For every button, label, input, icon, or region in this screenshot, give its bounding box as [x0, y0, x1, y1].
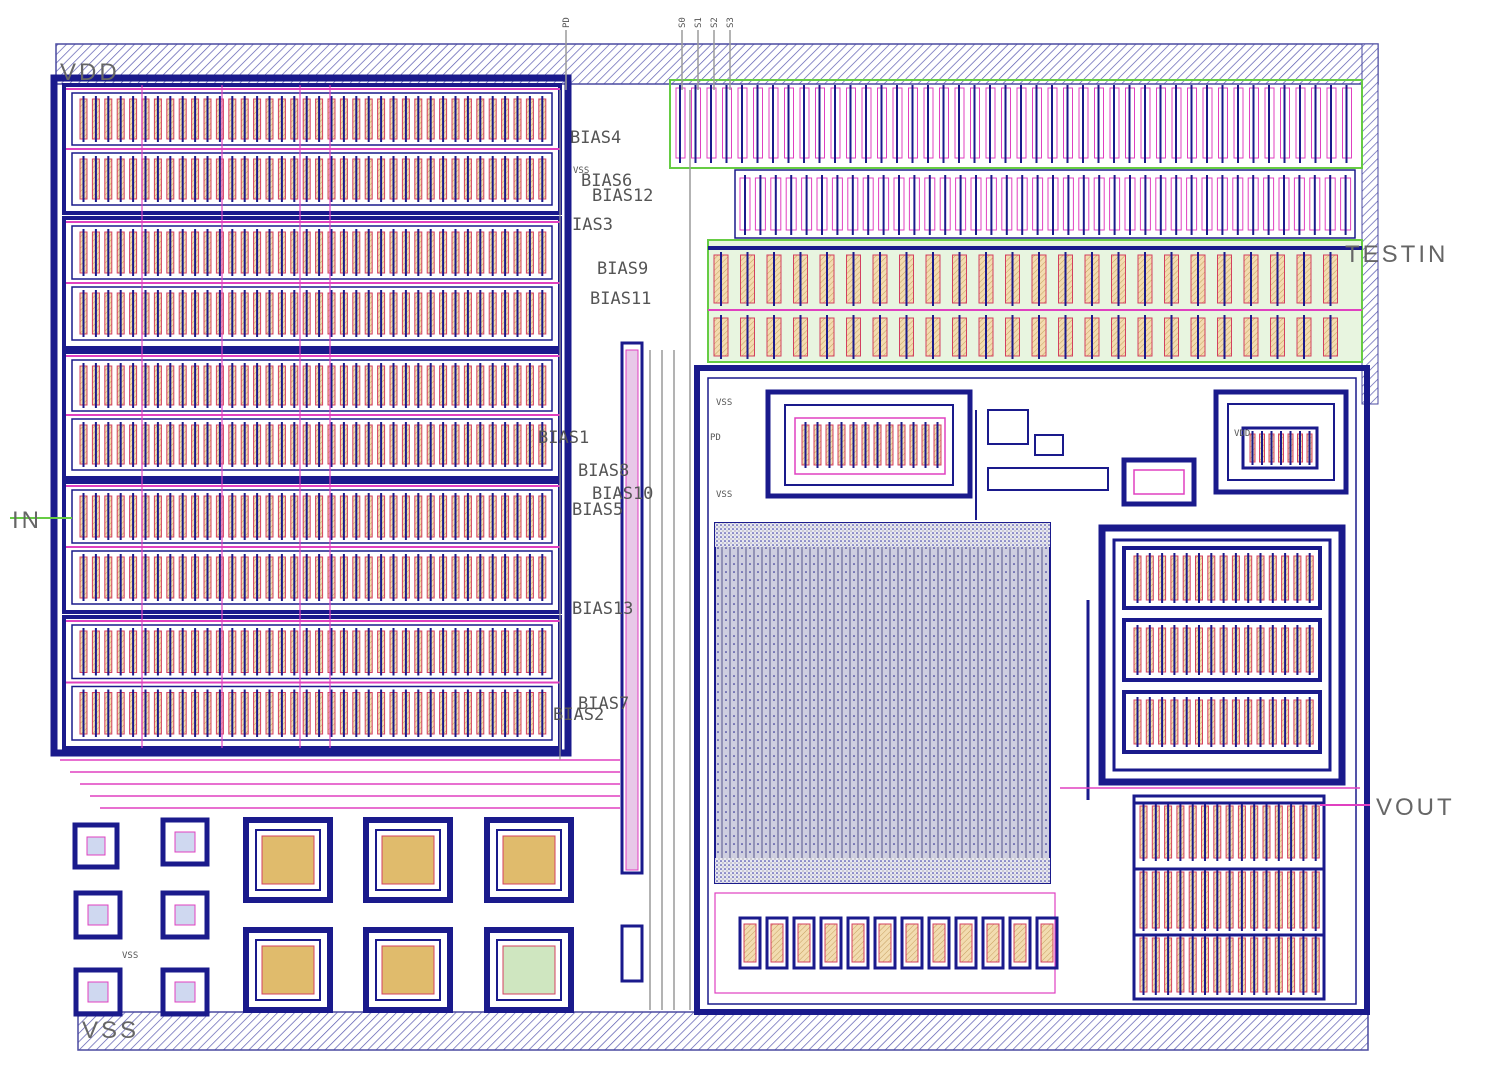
switch-row-2 [734, 169, 1356, 239]
small-device-cell [72, 822, 120, 870]
label-vss-small: VSS [122, 951, 138, 961]
top-pin-lines [565, 30, 731, 90]
label-bias1: BIAS1 [538, 428, 589, 448]
vertical-routing-bus [620, 341, 644, 983]
label-bias9: BIAS9 [597, 259, 648, 279]
output-row [1122, 618, 1322, 682]
label-bias11: BIAS11 [590, 289, 651, 309]
output-driver-array [1132, 794, 1370, 1001]
label-vdd-inner: VDD [1234, 429, 1250, 439]
pin-s3: S3 [726, 17, 736, 28]
in-label: IN [12, 507, 42, 534]
label-bias12: BIAS12 [592, 186, 653, 206]
vss-rail [77, 1011, 1369, 1051]
pin-s1: S1 [694, 17, 704, 28]
small-device-cell [160, 817, 210, 867]
output-stage [1098, 524, 1346, 786]
label-bias13: BIAS13 [572, 599, 633, 619]
switch-transistors-bottom [714, 892, 1056, 994]
transistor-row [71, 152, 553, 206]
label-vss-inner1: VSS [716, 490, 732, 500]
switch-transistor [981, 916, 1005, 970]
transistor-row [71, 225, 553, 280]
driver-frame [1132, 794, 1326, 1001]
label-pd-inner: PD [710, 433, 721, 443]
capacitor-cell [243, 927, 333, 1013]
logic-gates [987, 409, 1197, 507]
small-device-cell [160, 890, 210, 940]
switch-transistor [738, 916, 762, 970]
testin-label: TESTIN [1345, 241, 1448, 268]
bias-block-right [1213, 389, 1349, 495]
vss-label: VSS [82, 1017, 139, 1044]
transistor-row [71, 624, 553, 680]
label-vss-inner2: VSS [573, 166, 589, 176]
vdd-label: VDD [60, 59, 120, 86]
transistor-row [71, 286, 553, 341]
transistor-row [71, 418, 553, 471]
left-transistor-array [10, 74, 572, 757]
switch-transistor [846, 916, 870, 970]
label-bias6: BIAS6 [581, 171, 632, 191]
switch-transistor [900, 916, 924, 970]
vout-label: VOUT [1376, 794, 1455, 821]
switch-transistor [792, 916, 816, 970]
switch-transistor [819, 916, 843, 970]
switch-transistor [873, 916, 897, 970]
bottom-left-cells [72, 817, 574, 1017]
pin-s0: S0 [678, 17, 688, 28]
capacitor-array [714, 522, 1051, 884]
pin-pd: PD [562, 17, 572, 28]
label-bias4: BIAS4 [570, 128, 621, 148]
analog-block-inner [707, 377, 1357, 1005]
left-array-guard-ring [50, 74, 572, 757]
label-vss-top: VSS [716, 398, 732, 408]
pin-s2: S2 [710, 17, 720, 28]
digital-switch-block [669, 79, 1363, 363]
switch-transistor [927, 916, 951, 970]
label-bias8: BIAS8 [578, 461, 629, 481]
transistor-row [71, 489, 553, 544]
small-device-cell [160, 967, 210, 1017]
switch-transistor [765, 916, 789, 970]
label-bias10: BIAS10 [592, 484, 653, 504]
capacitor-cell [484, 817, 574, 903]
capacitor-cell [363, 817, 453, 903]
transistor-row [71, 359, 553, 412]
switch-transistor [954, 916, 978, 970]
switch-transistor [1035, 916, 1059, 970]
right-vertical-rail [1361, 43, 1379, 405]
switch-row-1 [669, 79, 1363, 169]
small-device-cell [73, 967, 123, 1017]
transistor-row [71, 550, 553, 605]
transistor-row [71, 685, 553, 741]
label-bias5: BIAS5 [572, 500, 623, 520]
output-row [1122, 546, 1322, 610]
capacitor-cell [243, 817, 333, 903]
switch-transistor [1008, 916, 1032, 970]
small-device-cell [73, 890, 123, 940]
capacitor-cell [484, 927, 574, 1013]
label-bias2: BIAS2 [553, 705, 604, 725]
capacitor-cell [363, 927, 453, 1013]
analog-block-frame [694, 365, 1370, 1015]
comparator-block [765, 389, 973, 499]
label-bias3: IAS3 [572, 215, 613, 235]
output-row [1122, 690, 1322, 754]
label-bias7: BIAS7 [578, 694, 629, 714]
transistor-row [71, 92, 553, 146]
